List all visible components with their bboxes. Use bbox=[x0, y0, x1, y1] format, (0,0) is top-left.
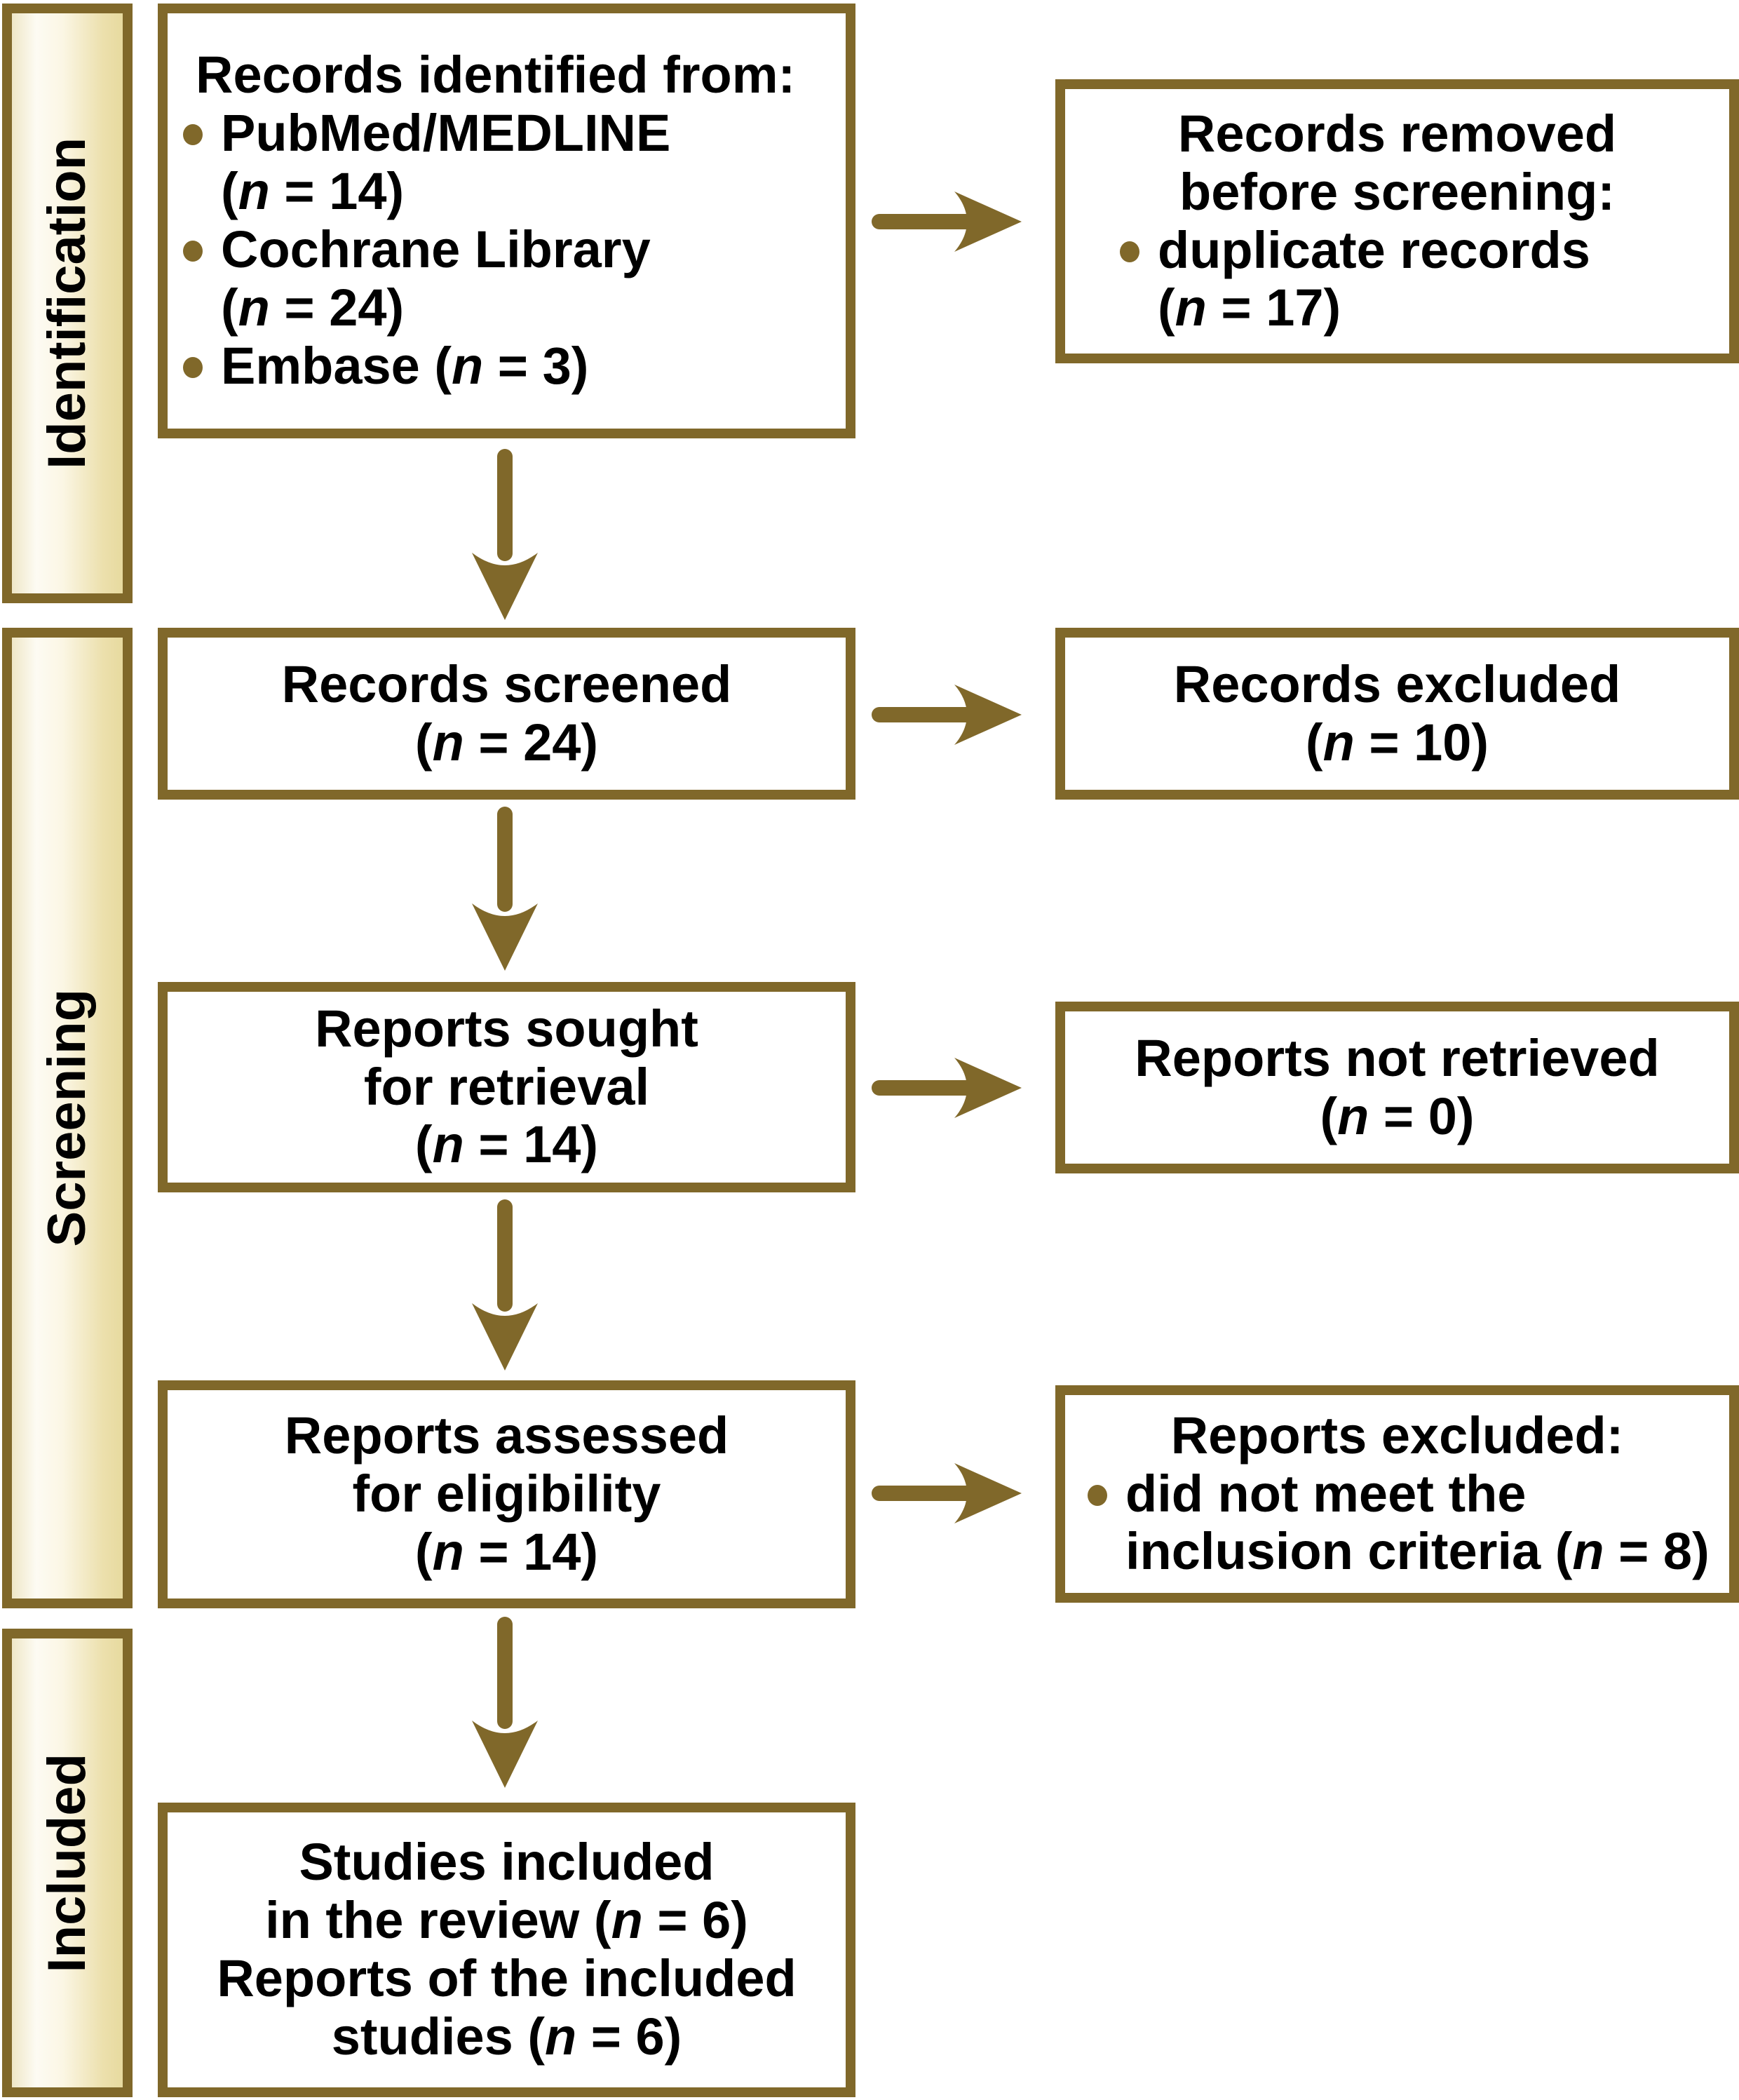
box-records-identified-title: Records identified from: bbox=[196, 46, 796, 105]
stage-band-identification: Identification bbox=[2, 4, 133, 603]
arrow-identified-to-removed bbox=[872, 179, 1054, 263]
arrow-identified-to-screened bbox=[459, 449, 550, 624]
box-records-removed-bullets: duplicate records(n = 17) bbox=[1075, 221, 1719, 338]
arrow-screened-to-excluded bbox=[872, 672, 1054, 756]
box-records-screened-title: Records screened(n = 24) bbox=[281, 654, 732, 772]
box-records-screened-content: Records screened(n = 24) bbox=[168, 654, 846, 772]
list-item: PubMed/MEDLINE(n = 14) bbox=[183, 104, 829, 221]
box-records-removed-content: Records removed before screening: duplic… bbox=[1065, 105, 1729, 338]
arrow-assessed-to-included bbox=[459, 1617, 550, 1792]
box-reports-not-retrieved-title: Reports not retrieved(n = 0) bbox=[1135, 1028, 1660, 1145]
arrow-sought-to-not-retrieved bbox=[872, 1045, 1054, 1129]
box-records-identified: Records identified from: PubMed/MEDLINE(… bbox=[158, 4, 855, 438]
box-records-removed: Records removed before screening: duplic… bbox=[1055, 79, 1739, 363]
box-records-excluded-content: Records excluded(n = 10) bbox=[1065, 654, 1729, 772]
stage-band-screening: Screening bbox=[2, 628, 133, 1608]
stage-band-identification-label: Identification bbox=[37, 137, 97, 469]
box-records-excluded: Records excluded(n = 10) bbox=[1055, 628, 1739, 800]
box-reports-not-retrieved-content: Reports not retrieved(n = 0) bbox=[1065, 1028, 1729, 1146]
box-records-identified-bullets: PubMed/MEDLINE(n = 14) Cochrane Library(… bbox=[177, 104, 836, 396]
stage-band-screening-label: Screening bbox=[37, 989, 97, 1247]
list-item: duplicate records(n = 17) bbox=[1120, 221, 1712, 338]
list-item: Cochrane Library(n = 24) bbox=[183, 220, 829, 337]
box-records-removed-title: Records removed before screening: bbox=[1177, 104, 1617, 221]
arrow-screened-to-sought bbox=[459, 807, 550, 975]
stage-band-included: Included bbox=[2, 1629, 133, 2097]
box-records-screened: Records screened(n = 24) bbox=[158, 628, 855, 800]
box-reports-not-retrieved: Reports not retrieved(n = 0) bbox=[1055, 1002, 1739, 1173]
box-reports-excluded-title: Reports excluded: bbox=[1170, 1406, 1624, 1465]
box-records-excluded-title: Records excluded(n = 10) bbox=[1173, 654, 1621, 772]
arrow-assessed-to-excluded bbox=[872, 1451, 1054, 1535]
arrow-sought-to-assessed bbox=[459, 1199, 550, 1375]
list-item: Embase (n = 3) bbox=[183, 337, 829, 396]
stage-band-included-label: Included bbox=[37, 1753, 97, 1973]
box-records-identified-content: Records identified from: PubMed/MEDLINE(… bbox=[168, 46, 846, 395]
